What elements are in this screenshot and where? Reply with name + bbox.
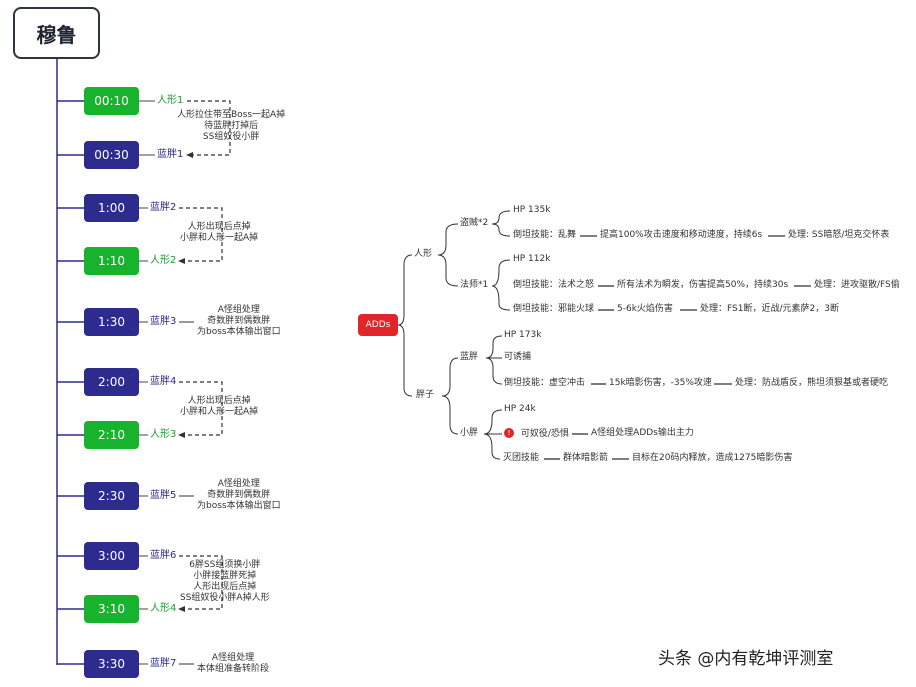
- rogue-handle: 处理: SS暗怒/坦克交怀表: [788, 230, 890, 240]
- note-4: 人形出现后点掉小胖和人形一起A掉: [180, 396, 259, 417]
- warning-icon: !: [504, 428, 514, 438]
- event-label: 人形3: [150, 429, 177, 440]
- small-skill: 灭团技能: [503, 453, 540, 463]
- rogue-skill: 倒坦技能：乱舞: [513, 230, 577, 240]
- time-box-100: 1:00: [84, 194, 139, 222]
- event-label: 蓝胖5: [150, 490, 177, 501]
- blue-handle: 处理：防战盾反，熊坦须狠基或者硬吃: [735, 378, 889, 388]
- small-main: A怪组处理ADDs输出主力: [591, 428, 694, 438]
- small-enslave: ! 可奴役/恐惧: [504, 428, 569, 440]
- note-5: A怪组处理奇数胖到偶数胖为boss本体输出窗口: [197, 479, 281, 511]
- note-2: 人形出现后点掉小胖和人形一起A掉: [180, 222, 259, 243]
- event-label: 蓝胖7: [150, 658, 177, 669]
- event-label: 蓝胖4: [150, 376, 177, 387]
- rogue-hp: HP 135k: [513, 205, 551, 215]
- mage-effect-1: 所有法术为瞬发，伤害提高50%，持续30s: [617, 280, 789, 290]
- time-box-300: 3:00: [84, 542, 139, 570]
- mage-effect-2: 5-6k火焰伤害: [617, 304, 673, 314]
- time-box-0030: 00:30: [84, 141, 139, 169]
- rogue-effect: 提高100%攻击速度和移动速度，持续6s: [600, 230, 763, 240]
- mage-node: 法师*1: [460, 280, 489, 290]
- event-label: 蓝胖3: [150, 316, 177, 327]
- small-effect: 群体暗影箭: [563, 453, 609, 463]
- event-label: 蓝胖1: [157, 149, 184, 160]
- time-box-110: 1:10: [84, 247, 139, 275]
- event-label: 人形2: [150, 255, 177, 266]
- note-7: A怪组处理本体组准备转阶段: [197, 653, 270, 674]
- fat-node: 胖子: [416, 390, 435, 400]
- page-title: 穆鲁: [13, 7, 100, 59]
- time-box-130: 1:30: [84, 308, 139, 336]
- small-hp: HP 24k: [504, 404, 536, 414]
- blue-skill: 倒坦技能：虚空冲击: [504, 378, 586, 388]
- mage-handle-1: 处理：进攻驱散/FS偷: [814, 280, 900, 290]
- small-detail: 目标在20码内释放，造成1275暗影伤害: [632, 453, 793, 463]
- time-box-330: 3:30: [84, 650, 139, 678]
- time-box-310: 3:10: [84, 595, 139, 623]
- rogue-node: 盗贼*2: [460, 218, 489, 228]
- mage-hp: HP 112k: [513, 254, 551, 264]
- note-3: A怪组处理奇数胖到偶数胖为boss本体输出窗口: [197, 305, 281, 337]
- time-box-210: 2:10: [84, 421, 139, 449]
- time-box-230: 2:30: [84, 482, 139, 510]
- mage-handle-2: 处理：FS1断，近战/元素萨2，3断: [700, 304, 839, 314]
- time-box-0010: 00:10: [84, 87, 139, 115]
- humanoid-node: 人形: [414, 249, 433, 259]
- event-label: 人形1: [157, 95, 184, 106]
- event-label: 蓝胖6: [150, 550, 177, 561]
- mage-skill-2: 倒坦技能：邪能火球: [513, 304, 595, 314]
- watermark: 头条 @内有乾坤评测室: [658, 649, 834, 669]
- event-label: 蓝胖2: [150, 202, 177, 213]
- time-box-200: 2:00: [84, 368, 139, 396]
- blue-taunt: 可诱捕: [504, 352, 532, 362]
- event-label: 人形4: [150, 603, 177, 614]
- mage-skill-1: 倒坦技能：法术之怒: [513, 280, 595, 290]
- blue-fat-node: 蓝胖: [460, 352, 479, 362]
- adds-root-node: ADDs: [358, 314, 398, 336]
- blue-effect: 15k暗影伤害，-35%攻速: [609, 378, 712, 388]
- small-fat-node: 小胖: [460, 428, 479, 438]
- blue-hp: HP 173k: [504, 330, 542, 340]
